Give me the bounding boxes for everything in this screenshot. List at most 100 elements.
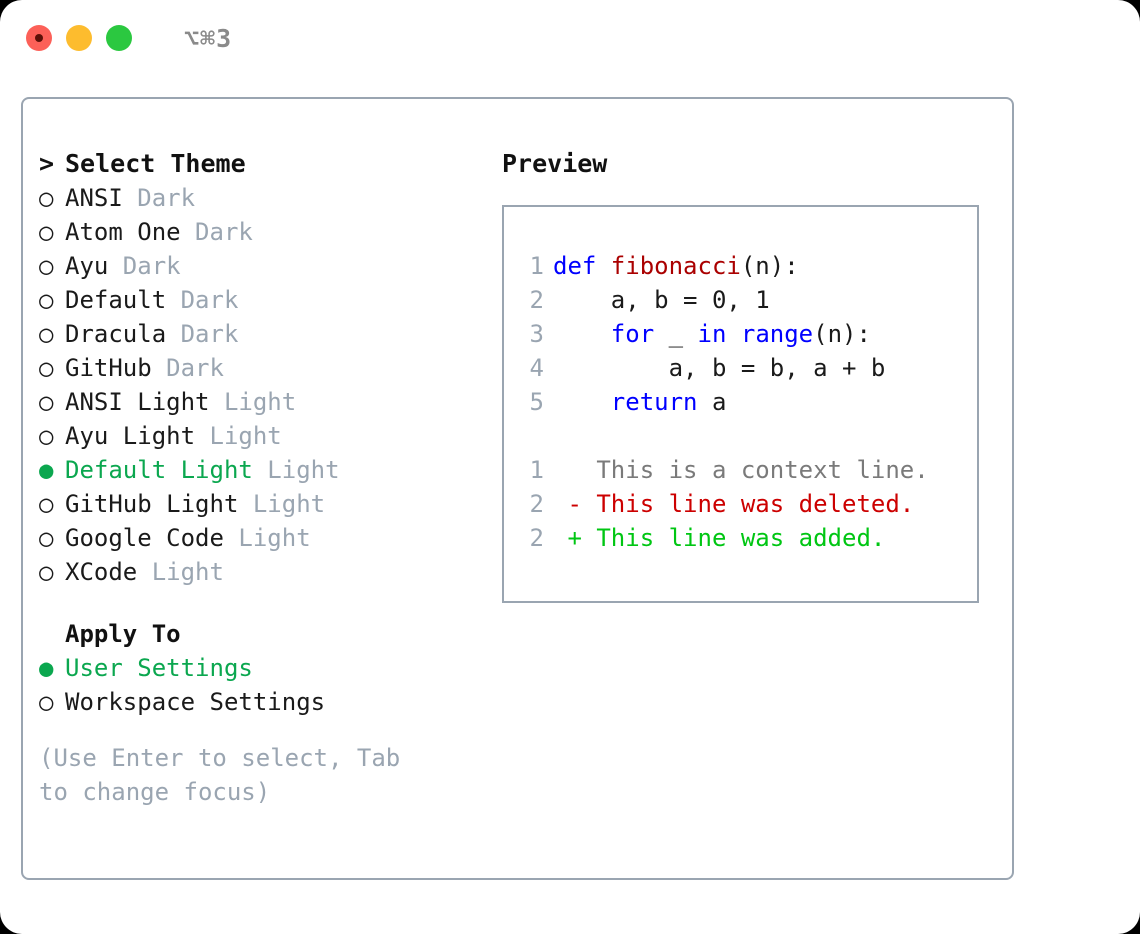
- diff-marker: [553, 456, 596, 484]
- code-token: [726, 320, 740, 348]
- apply-to-list: ● User Settings ○ Workspace Settings: [39, 651, 479, 719]
- theme-variant-tag: Light: [137, 558, 224, 586]
- line-number: 4: [529, 354, 544, 382]
- code-line: 2 a, b = 0, 1: [522, 283, 977, 317]
- theme-name-label: GitHub: [65, 354, 152, 382]
- radio-unselected-icon: ○: [39, 688, 54, 716]
- radio-unselected-icon: ○: [39, 558, 54, 586]
- code-token: fibonacci: [610, 252, 741, 280]
- theme-list-item[interactable]: ○Default Dark: [39, 283, 479, 317]
- theme-name-label: XCode: [65, 558, 138, 586]
- theme-list-item[interactable]: ○ Atom One Dark: [39, 215, 479, 249]
- code-token: in: [697, 320, 727, 348]
- apply-to-item[interactable]: ○ Workspace Settings: [39, 685, 479, 719]
- line-number: 3: [529, 320, 544, 348]
- theme-list-item[interactable]: ○Ayu Light Light: [39, 419, 479, 453]
- theme-list-item[interactable]: ○ Ayu Dark: [39, 249, 479, 283]
- code-line: 3 for _ in range(n):: [522, 317, 977, 351]
- radio-unselected-icon: ○: [39, 286, 54, 314]
- diff-text: This line was added.: [596, 524, 886, 552]
- code-line: 5 return a: [522, 385, 977, 419]
- apply-to-item[interactable]: ● User Settings: [39, 651, 479, 685]
- radio-unselected-icon: ○: [39, 218, 54, 246]
- theme-list-item[interactable]: ○ Dracula Dark: [39, 317, 479, 351]
- radio-unselected-icon: ○: [39, 422, 54, 450]
- theme-list-item[interactable]: ○ ANSI Dark: [39, 181, 479, 215]
- window-titlebar: ⌥⌘3: [0, 0, 1140, 76]
- diff-text: This is a context line.: [596, 456, 929, 484]
- code-token: a, b = 0, 1: [553, 286, 770, 314]
- code-token: for: [610, 320, 655, 348]
- theme-list-item[interactable]: ○ XCode Light: [39, 555, 479, 589]
- window-maximize-button[interactable]: [106, 25, 132, 51]
- theme-variant-tag: Dark: [122, 184, 196, 212]
- diff-marker: -: [553, 490, 597, 518]
- code-token: return: [610, 388, 698, 416]
- spacer: [522, 419, 977, 453]
- radio-unselected-icon: ○: [39, 524, 54, 552]
- theme-name-label: Atom One: [65, 218, 181, 246]
- theme-list: ○ ANSI Dark ○ Atom One Dark ○ Ayu Dark ○ Defaul…: [39, 181, 479, 589]
- apply-to-title: Apply To: [65, 620, 181, 648]
- theme-list-item[interactable]: ○GitHub Dark: [39, 351, 479, 385]
- spacer: [39, 719, 479, 741]
- diff-text: This line was deleted.: [596, 490, 915, 518]
- code-token: (n):: [813, 320, 871, 348]
- radio-unselected-icon: ○: [39, 320, 54, 348]
- theme-list-item[interactable]: ○GitHub Light Light: [39, 487, 479, 521]
- theme-name-label: Google Code: [65, 524, 224, 552]
- theme-variant-tag: Dark: [108, 252, 181, 280]
- radio-unselected-icon: ○: [39, 490, 54, 518]
- main-panel: > Select Theme ○ ANSI Dark ○ Atom One Dark ○ A…: [21, 97, 1014, 880]
- code-token: range: [740, 320, 814, 348]
- line-number: 2: [529, 490, 544, 518]
- radio-selected-icon: ●: [39, 456, 54, 484]
- theme-variant-tag: Light: [209, 388, 297, 416]
- diff-sample: 1 This is a context line.2 - This line w…: [522, 453, 977, 555]
- radio-unselected-icon: ○: [39, 252, 54, 280]
- theme-list-item[interactable]: ○ Google Code Light: [39, 521, 479, 555]
- apply-to-label: Workspace Settings: [65, 688, 326, 716]
- theme-name-label: Default Light: [65, 456, 253, 484]
- theme-list-item[interactable]: ○ ANSI Light Light: [39, 385, 479, 419]
- theme-name-label: Ayu Light: [65, 422, 196, 450]
- prompt-caret-icon: >: [39, 149, 55, 178]
- theme-list-item[interactable]: ● Default Light Light: [39, 453, 479, 487]
- theme-variant-tag: Dark: [166, 320, 239, 348]
- code-token: [553, 320, 611, 348]
- keyboard-hint-text: (Use Enter to select, Tab to change focu…: [39, 744, 401, 806]
- radio-unselected-icon: ○: [39, 388, 54, 416]
- window-minimize-button[interactable]: [66, 25, 92, 51]
- line-number: 5: [529, 388, 544, 416]
- diff-marker: +: [553, 524, 597, 552]
- preview-title: Preview: [502, 149, 608, 178]
- radio-selected-icon: ●: [39, 654, 54, 682]
- select-theme-title: Select Theme: [65, 149, 246, 178]
- code-token: _: [654, 320, 698, 348]
- radio-unselected-icon: ○: [39, 184, 54, 212]
- line-number: 1: [529, 456, 544, 484]
- spacer: [39, 589, 479, 617]
- theme-name-label: ANSI: [65, 184, 123, 212]
- theme-name-label: Default: [65, 286, 167, 314]
- line-number: 1: [529, 252, 544, 280]
- theme-variant-tag: Dark: [151, 354, 224, 382]
- apply-to-label: User Settings: [65, 654, 253, 682]
- diff-line: 1 This is a context line.: [522, 453, 977, 487]
- theme-variant-tag: Light: [252, 456, 340, 484]
- code-token: [553, 388, 611, 416]
- theme-variant-tag: Light: [223, 524, 311, 552]
- diff-line: 2 - This line was deleted.: [522, 487, 977, 521]
- theme-name-label: ANSI Light: [65, 388, 210, 416]
- theme-selector-column: > Select Theme ○ ANSI Dark ○ Atom One Dark ○ A…: [39, 147, 479, 809]
- theme-variant-tag: Dark: [180, 218, 253, 246]
- select-theme-header: > Select Theme: [39, 147, 479, 181]
- theme-name-label: Ayu: [65, 252, 109, 280]
- window-close-button[interactable]: [26, 25, 52, 51]
- line-number: 2: [529, 524, 544, 552]
- theme-name-label: GitHub Light: [65, 490, 239, 518]
- theme-name-label: Dracula: [65, 320, 167, 348]
